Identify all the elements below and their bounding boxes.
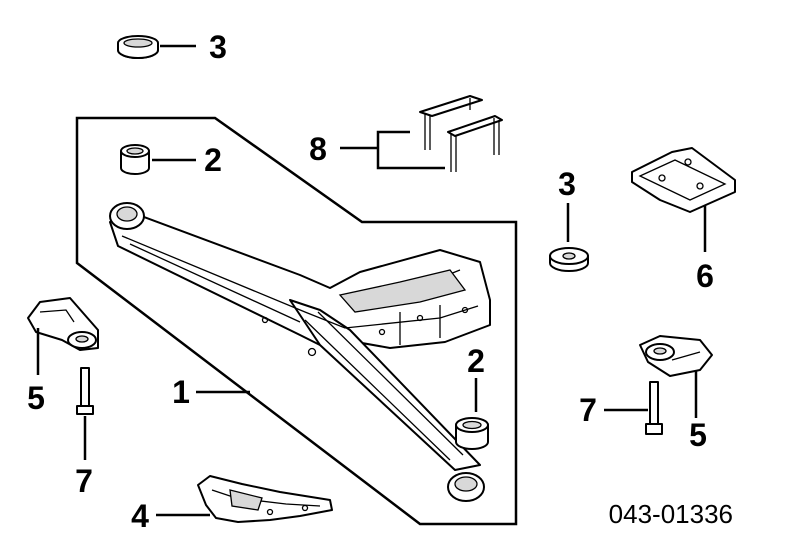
assembly-outline: [75, 116, 518, 526]
callout-2-lower: 2: [467, 343, 485, 379]
part-7-bolt-right: [604, 381, 663, 435]
callout-5-left: 5: [27, 380, 45, 416]
callout-5-right: 5: [689, 417, 707, 453]
part-7-bolt-left: [76, 367, 94, 460]
part-1-subframe: [109, 202, 491, 502]
part-2-bushing-upper: [120, 144, 196, 175]
callout-8: 8: [309, 131, 327, 167]
callout-3-right: 3: [558, 166, 576, 202]
callout-1: 1: [172, 374, 190, 410]
part-5-mount-left: [27, 297, 99, 375]
part-6-bracket-plate: [631, 147, 736, 252]
callout-3-top: 3: [209, 29, 227, 65]
part-3-mount-pad-right: [549, 203, 589, 272]
part-3-mount-pad-top: [117, 35, 196, 59]
part-8-u-bolts: [340, 95, 503, 172]
part-4-support-bracket: [156, 475, 333, 523]
diagram-reference-code: 043-01336: [609, 499, 733, 529]
callout-2-upper: 2: [204, 142, 222, 178]
callout-6: 6: [696, 258, 714, 294]
callout-7-left: 7: [75, 463, 93, 499]
part-5-mount-right: [639, 335, 713, 418]
part-2-bushing-lower: [455, 378, 489, 450]
callout-7-right: 7: [579, 392, 597, 428]
callout-4: 4: [131, 498, 149, 534]
